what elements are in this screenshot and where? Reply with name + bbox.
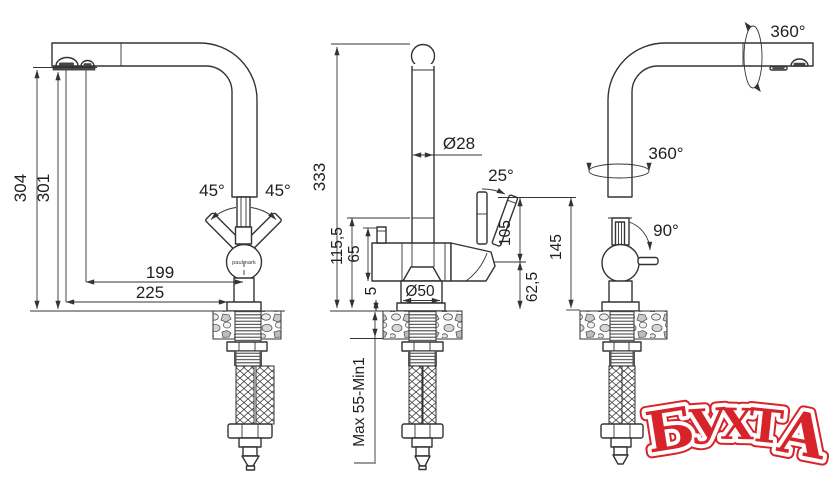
dim-301: 301 bbox=[34, 174, 53, 202]
dim-45-right: 45° bbox=[265, 181, 291, 200]
dim-o50: Ø50 bbox=[405, 283, 435, 300]
handle-tilted-25 bbox=[491, 194, 519, 247]
dim-45-left: 45° bbox=[199, 181, 225, 200]
handle-lever-side bbox=[637, 256, 659, 266]
mounting-shank bbox=[226, 310, 268, 367]
dim-145: 145 bbox=[548, 234, 565, 260]
watermark-letter: У bbox=[687, 398, 730, 457]
front-view-dimensions: 333 Ø28 115,5 65 5 Ø50 105 62,5 145 bbox=[310, 43, 580, 464]
aerator bbox=[52, 56, 96, 71]
dim-5: 5 bbox=[363, 287, 380, 296]
mounting-shank-front bbox=[401, 310, 444, 367]
supply-hoses-right bbox=[600, 365, 644, 465]
watermark-letter: У bbox=[687, 398, 730, 457]
left-view-dimensions: 304 301 199 225 bbox=[11, 67, 244, 310]
aerator-right bbox=[769, 58, 809, 71]
dim-25: 25° bbox=[488, 166, 514, 185]
watermark-letter: Х bbox=[720, 400, 755, 451]
dim-199: 199 bbox=[146, 263, 174, 282]
handle-swing-arc-90 bbox=[628, 221, 653, 251]
handle-swing-arc-right bbox=[250, 207, 277, 220]
handle-lever-top bbox=[614, 221, 626, 247]
watermark-letter: Х bbox=[720, 400, 755, 451]
handle-mount-curve bbox=[465, 252, 488, 282]
mounting-shank-right bbox=[602, 310, 642, 367]
dim-360-mid: 360° bbox=[648, 144, 683, 163]
handle-lever-vertical bbox=[234, 196, 253, 245]
dim-62-5: 62,5 bbox=[524, 272, 541, 302]
buhta-watermark-logo: Б У Х Т А Б У Х Т А Б У Х Т А bbox=[635, 388, 839, 481]
dim-304: 304 bbox=[11, 174, 30, 202]
left-side-view: 45° 45° paulmark bbox=[11, 42, 291, 471]
handle-swing-arc-left bbox=[210, 207, 237, 220]
spout-swivel-icon bbox=[586, 162, 652, 179]
front-view: 25° 333 bbox=[310, 43, 580, 471]
dim-max55: Max 55-Min1 bbox=[351, 357, 368, 447]
right-side-view: 360° 360° 90° bbox=[579, 22, 814, 465]
watermark-letter: Б bbox=[641, 394, 699, 467]
dim-65: 65 bbox=[346, 245, 363, 262]
watermark-letter: Т bbox=[746, 397, 786, 454]
handle-mount bbox=[450, 242, 496, 282]
watermark-letter: Х bbox=[720, 400, 755, 451]
base-flange bbox=[226, 301, 262, 312]
faucet-body-right bbox=[601, 243, 640, 283]
handle-vertical-ghost bbox=[476, 191, 488, 245]
dim-115-5: 115,5 bbox=[329, 227, 346, 265]
spout-outline-right bbox=[607, 42, 814, 198]
dim-360-top: 360° bbox=[770, 22, 805, 41]
supply-hoses bbox=[227, 365, 275, 471]
dim-333: 333 bbox=[310, 163, 329, 191]
supply-hoses-front bbox=[401, 365, 444, 471]
body-cylinder-right bbox=[608, 280, 633, 304]
spout-end-rotation-icon bbox=[743, 22, 763, 92]
dim-105: 105 bbox=[497, 220, 514, 246]
dim-225: 225 bbox=[136, 283, 164, 302]
handle-tilt-arc bbox=[481, 188, 506, 195]
dim-o28: Ø28 bbox=[443, 134, 475, 153]
filtered-water-outlet bbox=[376, 226, 387, 244]
base-flange-front bbox=[396, 302, 446, 312]
base-flange-right bbox=[601, 301, 640, 312]
dim-90: 90° bbox=[653, 221, 679, 240]
